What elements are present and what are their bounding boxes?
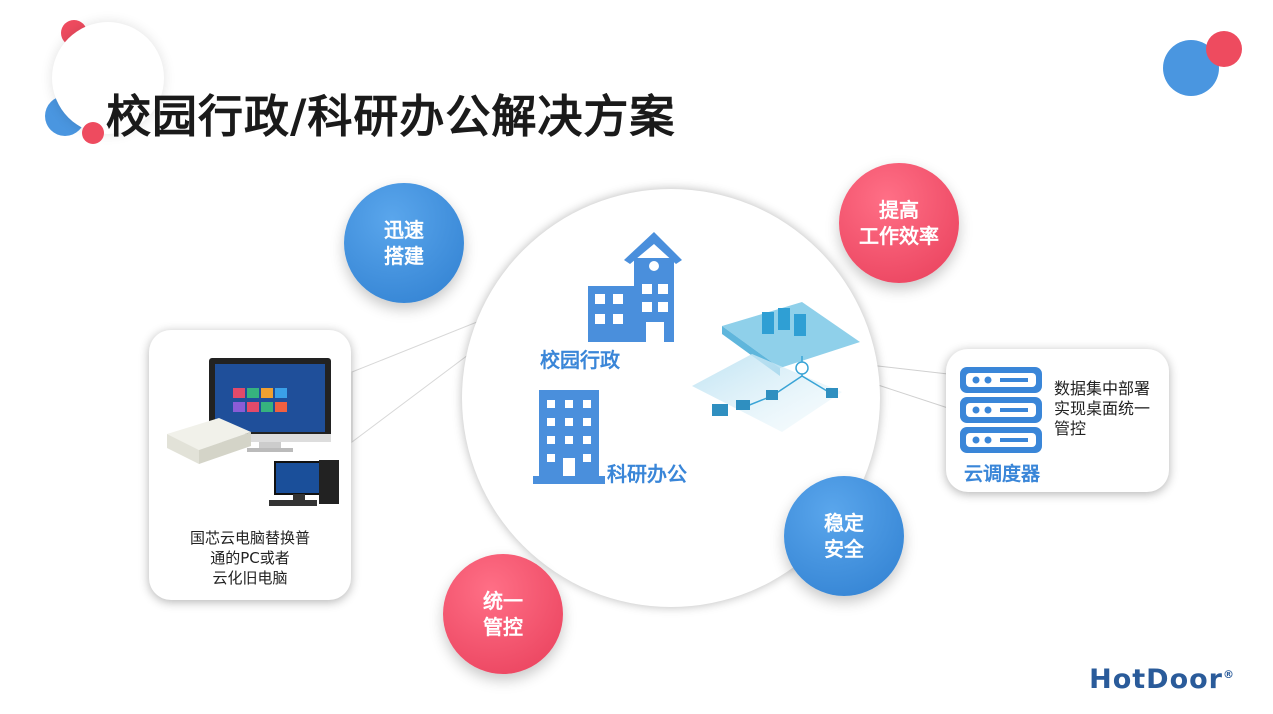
decor-dot-red-left [82, 122, 104, 144]
server-rack-icon [960, 367, 1042, 453]
badge-unified: 统一 管控 [443, 554, 563, 674]
decor-circle-white [52, 22, 164, 134]
badge-unified-line2: 管控 [483, 615, 523, 639]
hotdoor-logo: HotDoor® [1089, 664, 1235, 695]
cloud-pc-line3: 云化旧电脑 [212, 569, 288, 587]
cloud-scheduler-card: 数据集中部署 实现桌面统一 管控 云调度器 [946, 349, 1169, 492]
office-tower-icon [533, 390, 605, 484]
badge-efficiency: 提高 工作效率 [839, 163, 959, 283]
badge-unified-line1: 统一 [483, 589, 523, 613]
scheduler-line3: 管控 [1054, 419, 1087, 438]
decor-dot-red-right [1206, 31, 1242, 67]
cloud-pc-card: 国芯云电脑替换普 通的PC或者 云化旧电脑 [149, 330, 351, 600]
cloud-pc-illustration [167, 358, 339, 506]
badge-fast-build: 迅速 搭建 [344, 183, 464, 303]
badge-stable-line2: 安全 [824, 537, 864, 561]
page-title: 校园行政/科研办公解决方案 [106, 90, 676, 143]
cloud-scheduler-label: 云调度器 [964, 463, 1041, 485]
scheduler-line1: 数据集中部署 [1054, 379, 1151, 398]
datacenter-illustration [692, 302, 860, 432]
cloud-pc-description: 国芯云电脑替换普 通的PC或者 云化旧电脑 [149, 528, 351, 588]
logo-text: HotDoor [1089, 664, 1223, 695]
scheduler-description: 数据集中部署 实现桌面统一 管控 [1054, 379, 1150, 439]
badge-efficiency-line1: 提高 [879, 198, 919, 222]
research-office-label: 科研办公 [607, 462, 687, 486]
school-building-icon [588, 232, 682, 342]
badge-stable-line1: 稳定 [824, 511, 864, 535]
cloud-pc-line1: 国芯云电脑替换普 [189, 529, 310, 547]
badge-stable: 稳定 安全 [784, 476, 904, 596]
campus-admin-label: 校园行政 [540, 348, 620, 372]
badge-fast-build-line2: 搭建 [384, 244, 424, 268]
badge-efficiency-line2: 工作效率 [859, 224, 939, 248]
scheduler-line2: 实现桌面统一 [1054, 399, 1151, 418]
logo-registered-mark: ® [1223, 668, 1235, 681]
badge-fast-build-line1: 迅速 [384, 218, 424, 242]
cloud-pc-line2: 通的PC或者 [210, 549, 290, 567]
